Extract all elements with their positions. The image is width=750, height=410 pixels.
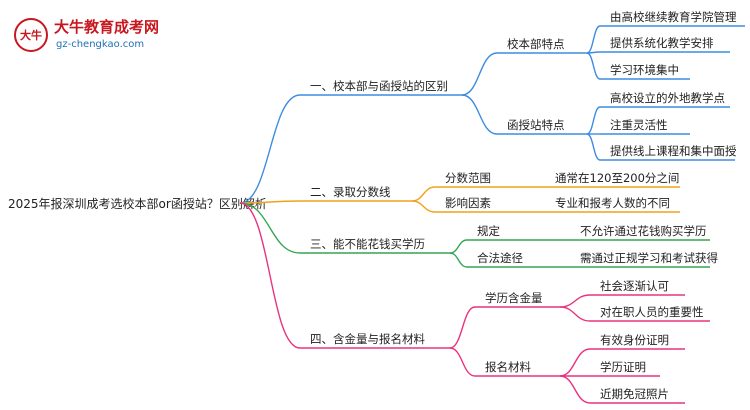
leaf-node: 专业和报考人数的不同 [555,196,670,210]
connectors [239,25,745,404]
site-url[interactable]: gz-chengkao.com [56,39,144,50]
leaf-node: 社会逐渐认可 [600,279,669,293]
child-node: 规定 [477,224,500,238]
leaf-connector [586,133,601,161]
branch-node: 一、校本部与函授站的区别 [310,79,448,93]
child-connector [461,52,498,96]
leaf-node: 不允许通过花钱购买学历 [580,224,707,238]
child-connector [449,239,468,254]
nodes: 一、校本部与函授站的区别 校本部特点 由高校继续教育学院管理提供系统化教学安排学习环… [310,10,737,401]
child-node: 学历含金量 [485,291,543,305]
child-node: 影响因素 [445,196,491,210]
leaf-node: 注重灵活性 [610,118,668,132]
child-node: 报名材料 [485,360,531,374]
child-node: 函授站特点 [507,118,565,132]
branch-connector [239,202,301,349]
child-node: 分数范围 [445,171,491,185]
leaf-node: 对在职人员的重要性 [600,305,704,319]
logo: 大牛 大牛教育成考网 gz-chengkao.com [14,18,159,52]
branch-node: 二、录取分数线 [310,185,391,199]
child-connector [449,306,476,349]
leaf-node: 需通过正规学习和考试获得 [580,251,718,265]
branch-connector [239,200,301,204]
leaf-node: 学习环境集中 [610,63,679,77]
logo-mark-text: 大牛 [20,28,42,42]
child-connector [461,94,498,135]
logo-badge-icon [14,18,48,52]
leaf-node: 提供线上课程和集中面授 [610,144,737,158]
branch-node: 四、含金量与报名材料 [310,332,425,346]
leaf-connector [559,375,591,404]
leaf-node: 近期免冠照片 [600,387,669,401]
leaf-connector [559,348,591,377]
child-connector [411,200,436,213]
branch-connector [239,202,301,254]
branch-connector [239,94,301,204]
leaf-node: 提供系统化教学安排 [610,36,714,50]
leaf-node: 由高校继续教育学院管理 [610,10,737,24]
child-node: 校本部特点 [507,37,565,51]
leaf-node: 通常在120至200分之间 [555,171,679,185]
leaf-connector [586,52,601,80]
leaf-node: 高校设立的外地教学点 [610,91,725,105]
leaf-connector [559,306,591,322]
brand-name: 大牛教育成考网 [54,18,159,36]
child-connector [449,252,468,268]
child-connector [411,186,436,202]
leaf-node: 有效身份证明 [600,333,669,347]
leaf-connector [559,294,591,308]
leaf-connector [586,25,601,54]
child-connector [449,347,476,377]
leaf-connector [586,106,601,135]
leaf-node: 学历证明 [600,360,646,374]
branch-node: 三、能不能花钱买学历 [310,237,425,251]
child-node: 合法途径 [477,251,523,265]
root-topic: 2025年报深圳成考选校本部or函授站？区别解析 [8,196,267,211]
